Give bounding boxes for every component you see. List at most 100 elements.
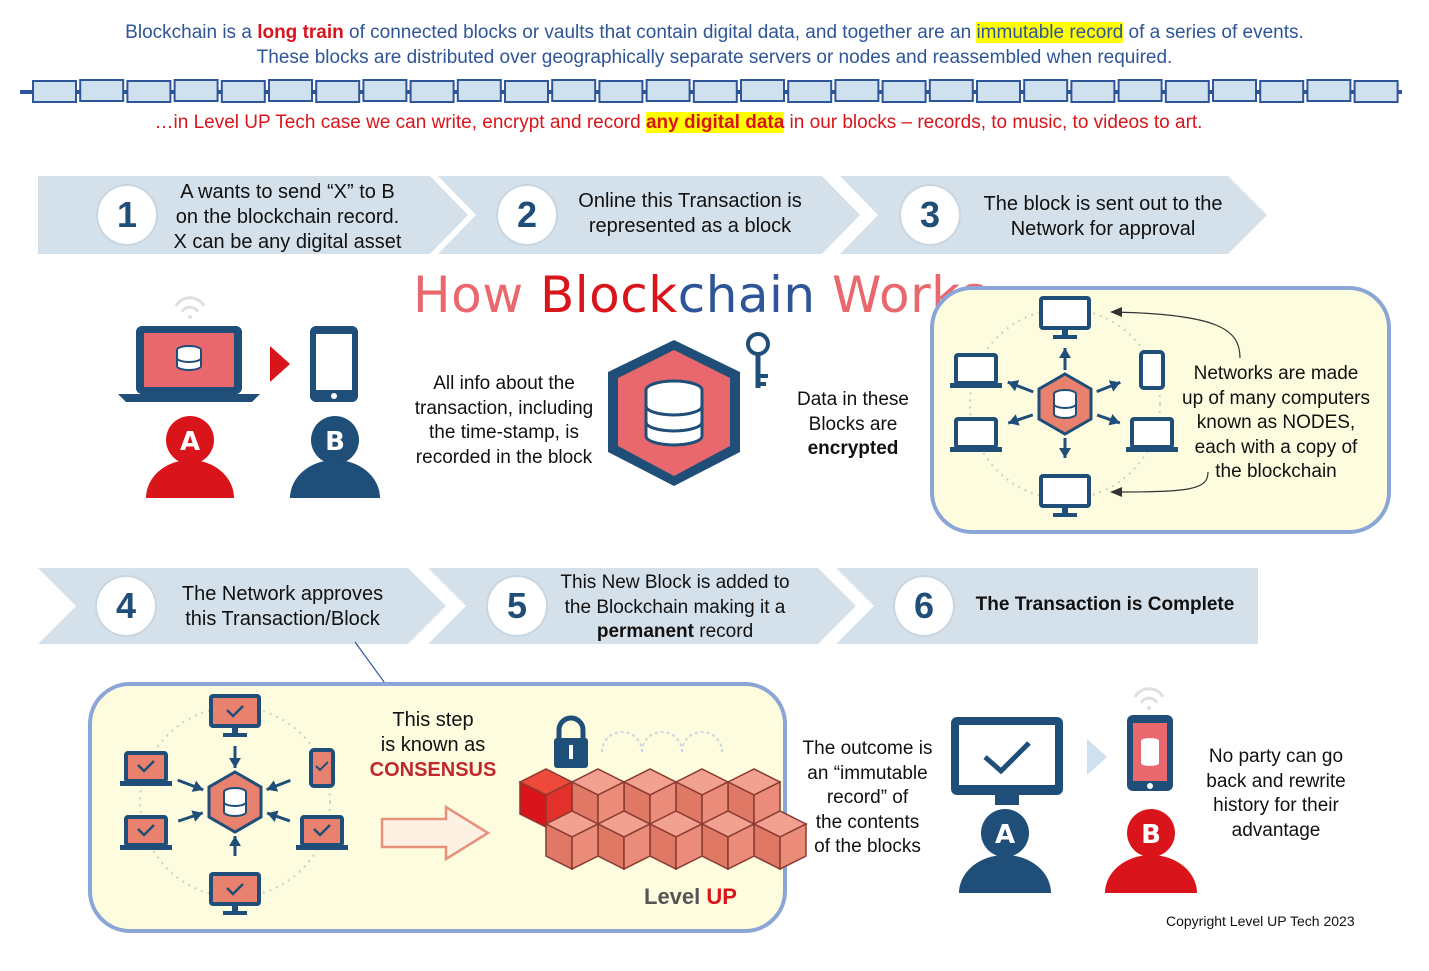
arrow-right-icon: [1087, 739, 1107, 775]
step-text-line: represented as a block: [588, 215, 792, 237]
chain-block: [551, 79, 597, 102]
caption-line: All info about the: [433, 373, 575, 394]
caption-line: back and rewrite: [1206, 770, 1346, 792]
laptop-node-icon: [950, 353, 1002, 388]
title-part: How: [413, 266, 540, 324]
laptop-node-icon: [120, 751, 172, 786]
step-3-text: The block is sent out to the Network for…: [968, 192, 1238, 242]
caption-line: Networks are made: [1193, 363, 1359, 384]
title-part: Block: [539, 266, 678, 324]
step-text-line: on the blockchain record.: [175, 206, 400, 228]
chain-block: [220, 80, 266, 103]
laptop-icon: [118, 326, 260, 402]
chain-cube: [596, 810, 652, 871]
chain-block: [456, 79, 502, 102]
chain-cube: [518, 768, 574, 829]
chain-block: [173, 79, 219, 102]
phone-node-icon: [309, 748, 335, 788]
any-digital-data-text: any digital data: [645, 112, 785, 133]
chain-block: [976, 80, 1021, 103]
person-b-avatar: B: [1105, 809, 1197, 893]
encrypted-word: encrypted: [807, 438, 899, 459]
step-text-line: this Transaction/Block: [185, 608, 380, 630]
chain-block: [740, 79, 785, 102]
intro-text: of connected blocks or vaults that conta…: [343, 22, 977, 43]
step-5-text: This New Block is added to the Blockchai…: [540, 571, 810, 645]
chain-block: [834, 79, 880, 102]
caption-line: Blocks are: [808, 413, 898, 435]
chain-block: [598, 80, 644, 103]
chain-block: [1259, 80, 1305, 103]
chain-block: [1070, 80, 1116, 103]
chain-block: [1306, 79, 1352, 102]
step-text-line: the Blockchain making it a: [564, 596, 786, 618]
immutable-record-text: immutable record: [976, 22, 1124, 43]
network-diagram: [950, 296, 1178, 517]
caption-line: the blockchain: [1215, 461, 1337, 482]
level-up-logo: Level UP: [644, 884, 737, 910]
laptop-node-icon: [950, 417, 1002, 452]
chain-cube: [648, 810, 704, 871]
step-6-number: 6: [895, 577, 953, 635]
step-2-number: 2: [498, 186, 556, 244]
wifi-icon: [1133, 687, 1165, 710]
phone-database-icon: [1127, 715, 1173, 791]
no-party-caption: No party can go back and rewrite history…: [1186, 745, 1366, 843]
caption-line: up of many computers: [1182, 387, 1370, 409]
chain-block: [126, 80, 172, 103]
logo-level-text: Level: [644, 884, 701, 909]
intro-line-1: Blockchain is a long train of connected …: [0, 22, 1429, 44]
monitor-node-icon: [1039, 474, 1091, 517]
person-a-avatar: A: [959, 809, 1051, 893]
padlock-icon: [554, 715, 588, 768]
consensus-caption: This step is known as CONSENSUS: [358, 708, 508, 783]
step-text-line: X can be any digital asset: [173, 231, 402, 253]
step-text-line: The block is sent out to the: [983, 193, 1223, 215]
step-text-fragment: record: [699, 621, 754, 642]
step-4-number: 4: [97, 577, 155, 635]
network-panel: [930, 286, 1391, 534]
network-caption: Networks are made up of many computers k…: [1170, 362, 1382, 485]
key-icon: [746, 332, 770, 388]
consensus-network-diagram: [120, 694, 348, 915]
encrypted-block-icon: [608, 332, 770, 486]
chain-block: [881, 80, 927, 103]
chain-cube: [544, 810, 600, 871]
intro-text: …in Level UP Tech case we can write, enc…: [154, 112, 646, 133]
person-a-avatar: A: [146, 416, 234, 498]
person-a-label: A: [180, 427, 200, 457]
logo-up-text: UP: [706, 884, 737, 909]
step-1-number: 1: [98, 186, 156, 244]
title-part: chain: [677, 266, 816, 324]
caption-line: history for their: [1213, 795, 1339, 816]
person-a-label: A: [995, 820, 1015, 850]
network-pointer-arrows: [1110, 307, 1241, 497]
caption-line: the time-stamp, is: [429, 422, 579, 443]
intro-text: in our blocks – records, to music, to vi…: [784, 112, 1203, 133]
caption-line: record” of: [826, 787, 909, 808]
monitor-check-icon: [951, 717, 1063, 805]
laptop-node-icon: [296, 815, 348, 850]
encrypted-caption: Data in these Blocks are encrypted: [784, 388, 922, 462]
block-info-caption: All info about the transaction, includin…: [398, 372, 610, 470]
caption-line: No party can go: [1208, 746, 1344, 767]
intro-text: of a series of events.: [1123, 22, 1304, 43]
intro-line-2: These blocks are distributed over geogra…: [256, 47, 1173, 68]
person-b-label: B: [1141, 820, 1161, 850]
chain-block: [409, 80, 455, 103]
chain-cube: [752, 810, 808, 871]
blockchain-hub-icon: [207, 770, 263, 834]
block-train: [20, 79, 1402, 103]
step-4-text: The Network approves this Transaction/Bl…: [160, 582, 405, 632]
chain-cube: [700, 810, 756, 871]
chain-block: [1212, 79, 1257, 102]
step-5-number: 5: [488, 577, 546, 635]
chain-block: [362, 79, 408, 102]
monitor-node-icon: [209, 872, 261, 915]
intro-text: Blockchain is a: [125, 22, 258, 43]
chain-block: [1023, 79, 1069, 102]
chain-block: [1164, 80, 1210, 103]
forward-arrow-icon: [380, 804, 491, 862]
permanent-word: permanent: [596, 621, 694, 642]
step-text-line: This New Block is added to: [560, 572, 790, 593]
